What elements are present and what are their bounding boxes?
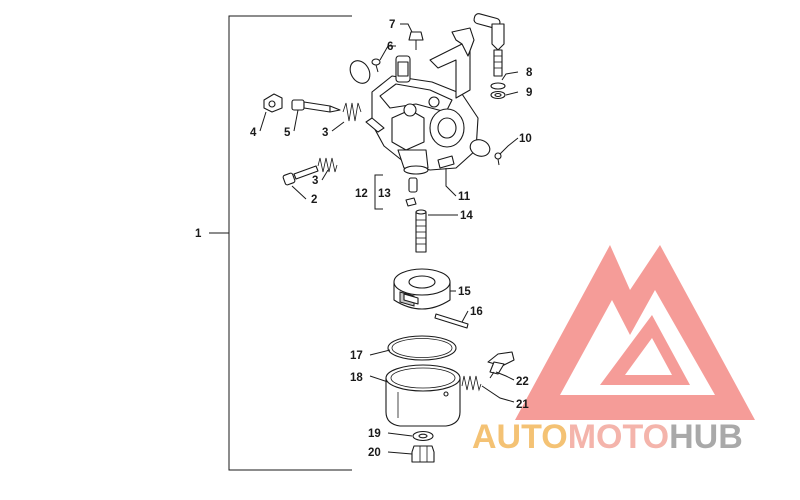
- part-18-float-bowl: [385, 364, 461, 427]
- callout-labels: 1 2 3 3 4 5 6 7 8 9 10 11 12 13 14 15 16…: [195, 19, 533, 459]
- part-3-spring-lower: [317, 157, 338, 173]
- callout-16: 16: [470, 306, 483, 318]
- callout-1: 1: [195, 228, 202, 240]
- callout-3-upper: 3: [322, 127, 328, 139]
- watermark-text-auto: AUTO: [472, 418, 568, 456]
- part-16-pin: [434, 313, 469, 329]
- callout-9: 9: [526, 87, 532, 99]
- part-5-idle-screw: [291, 99, 341, 113]
- leader-lines: [259, 23, 519, 455]
- choke-shaft: [473, 13, 506, 100]
- part-17-gasket: [387, 335, 457, 361]
- watermark-logo: [515, 245, 755, 420]
- part-6-screw: [371, 58, 381, 73]
- callout-19: 19: [368, 428, 381, 440]
- callout-10: 10: [519, 133, 532, 145]
- callout-20: 20: [368, 447, 381, 459]
- part-3-spring-upper: [342, 102, 362, 122]
- part-10-screw: [494, 152, 502, 166]
- callout-13: 13: [378, 188, 391, 200]
- watermark-triangle-icon: [515, 245, 755, 420]
- callout-7: 7: [389, 19, 395, 31]
- part-12-bracket: [374, 174, 383, 210]
- callout-18: 18: [350, 372, 363, 384]
- mixture-screw: [365, 117, 385, 133]
- callout-5: 5: [284, 127, 291, 139]
- callout-11: 11: [458, 191, 471, 203]
- callout-2: 2: [311, 194, 317, 206]
- callout-3-lower: 3: [312, 175, 318, 187]
- part-10-plate: [469, 139, 491, 157]
- part-11-screw: [437, 155, 455, 169]
- watermark-text: AUTOMOTOHUB: [472, 418, 743, 456]
- callout-4: 4: [250, 127, 257, 139]
- callout-22: 22: [516, 376, 529, 388]
- part-2-screw: [282, 165, 319, 186]
- callout-21: 21: [516, 399, 529, 411]
- part-21-spring: [461, 375, 482, 392]
- part-4-cap: [263, 93, 283, 113]
- part-13-jet: [405, 177, 418, 207]
- part-14-emulsion-tube: [415, 209, 427, 253]
- watermark-inner-triangle-icon: [600, 315, 690, 385]
- part-20-drain-bolt: [411, 445, 435, 463]
- callout-14: 14: [460, 210, 473, 222]
- watermark-text-hub: HUB: [669, 418, 743, 456]
- part-22-screw: [487, 351, 515, 379]
- callout-12: 12: [355, 188, 368, 200]
- part-19-washer: [412, 430, 434, 442]
- callout-6: 6: [387, 41, 393, 53]
- carburetor-body: [371, 27, 479, 175]
- callout-17: 17: [350, 350, 363, 362]
- throttle-plate: [349, 60, 371, 84]
- watermark-text-moto: MOTO: [568, 418, 669, 456]
- assembly-bracket: [209, 15, 352, 471]
- part-7-screw: [408, 31, 424, 50]
- part-15-float: [393, 268, 451, 310]
- callout-15: 15: [458, 286, 471, 298]
- callout-8: 8: [526, 67, 533, 79]
